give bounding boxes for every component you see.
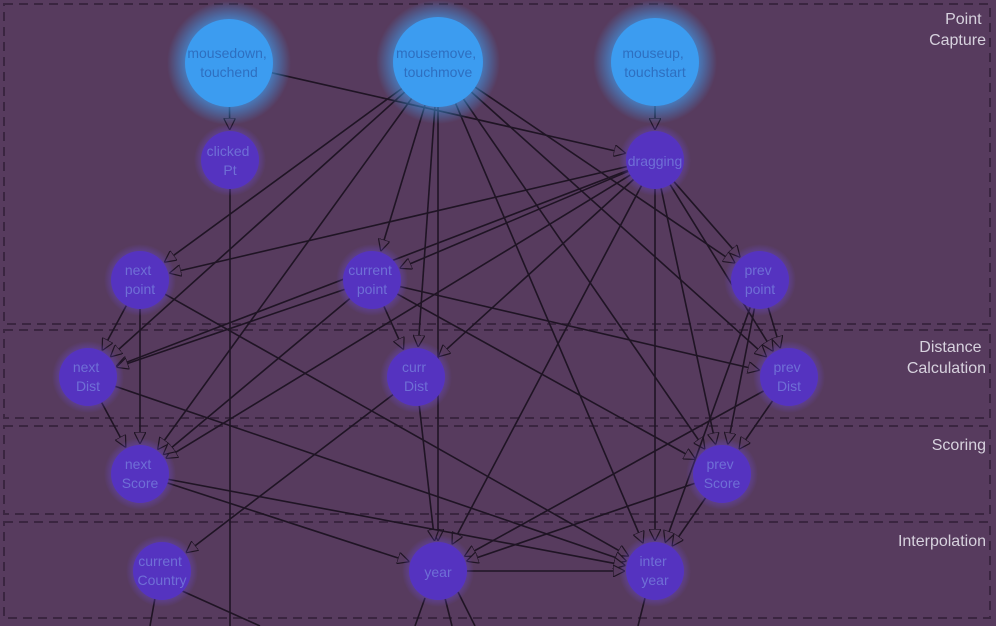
node-circle [409, 542, 467, 600]
edge-dragging-to-prevPoint [673, 181, 740, 257]
section-bands [3, 3, 991, 619]
edge-dragging-to-currDist [439, 178, 635, 357]
node-circle [760, 348, 818, 406]
node-label: dragging [628, 153, 683, 169]
edge-prevDist-to-prevScore [740, 400, 774, 449]
edge-dragging-to-nextScore [167, 174, 631, 458]
node-mouseup[interactable]: mouseup, touchstart [593, 0, 717, 124]
node-label: mouseup, touchstart [622, 45, 687, 80]
node-circle [731, 251, 789, 309]
node-label: inter year [639, 553, 670, 588]
edge-prevPoint-to-interYear [666, 307, 751, 542]
section-band-distance [3, 329, 991, 419]
node-dragging[interactable]: dragging [619, 124, 691, 196]
edge-mousemove-to-nextScore [158, 98, 413, 449]
edge-mousemove-to-nextPoint [165, 87, 403, 262]
edge-dragging-to-prevDist [669, 184, 773, 351]
section-label-capture: Point Capture [929, 11, 986, 49]
edge-dragging-to-nextPoint [170, 165, 627, 273]
edge-prevScore-to-year [467, 482, 695, 561]
node-circle [201, 131, 259, 189]
edge-nextScore-to-interYear [168, 478, 625, 565]
node-prev-dist[interactable]: prev Dist [753, 341, 825, 413]
node-prev-point[interactable]: prev point [724, 244, 796, 316]
node-next-dist[interactable]: next Dist [52, 341, 124, 413]
node-label: clicked Pt [207, 143, 254, 178]
edge-currDist-to-year [418, 405, 434, 540]
edge-mousemove-to-prevDist [470, 91, 766, 356]
edge-stub [179, 589, 261, 626]
edge-nextScore-to-year [167, 482, 409, 561]
node-circle [111, 445, 169, 503]
edge-nextDist-to-nextScore [100, 402, 126, 447]
node-label: next point [125, 262, 155, 297]
section-band-capture [3, 3, 991, 325]
node-label: mousemove, touchmove [396, 45, 480, 80]
node-label: next Dist [73, 359, 103, 394]
node-circle [387, 348, 445, 406]
node-circle [111, 251, 169, 309]
section-band-scoring [3, 425, 991, 515]
node-current-point[interactable]: current point [336, 244, 408, 316]
node-circle [626, 542, 684, 600]
node-label: current Country [137, 553, 186, 588]
node-clicked-pt[interactable]: clicked Pt [194, 124, 266, 196]
edge-mousemove-to-interYear [454, 103, 643, 542]
edge-nextDist-to-interYear [115, 385, 625, 561]
edge-currentPoint-to-nextScore [164, 297, 351, 455]
edge-dragging-to-prevScore [660, 188, 715, 443]
node-curr-dist[interactable]: curr Dist [380, 341, 452, 413]
node-label: next Score [122, 456, 159, 491]
node-year[interactable]: year [402, 535, 474, 607]
node-mousemove[interactable]: mousemove, touchmove [376, 0, 500, 124]
edge-currDist-to-currentCountry [187, 393, 394, 553]
node-circle [393, 17, 483, 107]
edge-mousemove-to-currentPoint [381, 104, 426, 250]
node-label: prev Dist [773, 359, 804, 394]
edge-mousemove-to-nextDist [111, 91, 406, 356]
node-label: prev Score [704, 456, 741, 491]
node-circle [185, 19, 273, 107]
node-next-score[interactable]: next Score [104, 438, 176, 510]
nodes: mousedown, touchend mousemove, touchmove… [52, 0, 825, 607]
section-band-interpolation [3, 521, 991, 619]
node-prev-score[interactable]: prev Score [686, 438, 758, 510]
edge-dragging-to-currentPoint [401, 170, 629, 268]
edge-currentPoint-to-prevScore [397, 293, 695, 459]
edge-mousemove-to-prevPoint [474, 86, 734, 262]
edge-mousemove-to-currDist [418, 106, 436, 346]
edge-currentPoint-to-nextDist [117, 288, 345, 367]
node-circle [626, 131, 684, 189]
node-circle [133, 542, 191, 600]
edge-currentPoint-to-currDist [383, 306, 403, 348]
node-circle [693, 445, 751, 503]
edge-nextPoint-to-nextDist [103, 305, 128, 350]
node-label: mousedown, touchend [187, 45, 270, 80]
node-current-country[interactable]: current Country [126, 535, 198, 607]
node-label: prev point [744, 262, 775, 297]
edge-prevScore-to-interYear [673, 497, 707, 546]
node-next-point[interactable]: next point [104, 244, 176, 316]
section-label-scoring: Scoring [932, 437, 986, 454]
edge-dragging-to-year [453, 185, 643, 544]
node-circle [343, 251, 401, 309]
edge-prevDist-to-year [465, 390, 764, 556]
section-label-interpolation: Interpolation [898, 533, 986, 550]
node-inter-year[interactable]: inter year [619, 535, 691, 607]
node-label: year [424, 564, 452, 580]
node-label: curr Dist [402, 359, 430, 394]
node-label: current point [348, 262, 395, 297]
node-circle [611, 18, 699, 106]
edges [100, 72, 780, 571]
section-label-distance: Distance Calculation [907, 339, 986, 377]
node-circle [59, 348, 117, 406]
edge-mousemove-to-prevScore [462, 98, 705, 448]
edge-currentPoint-to-prevDist [400, 285, 759, 370]
node-mousedown[interactable]: mousedown, touchend [167, 1, 291, 125]
edge-nextPoint-to-interYear [164, 293, 628, 555]
section-labels: Point Capture Distance Calculation Scori… [898, 11, 986, 550]
edge-prevPoint-to-prevScore [728, 308, 756, 444]
